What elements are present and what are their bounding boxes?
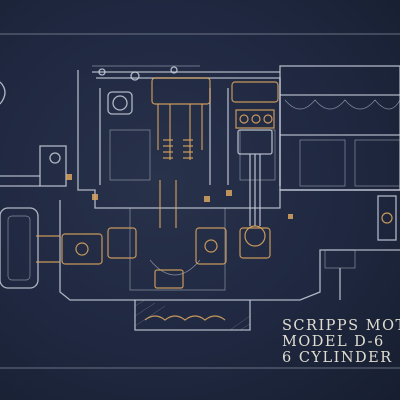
sheet-border	[0, 33, 400, 369]
piston-connecting-rod	[237, 129, 273, 247]
flywheel-housing	[0, 81, 67, 289]
engine-block	[77, 65, 400, 209]
crankcase	[59, 180, 400, 301]
title-manufacturer: SCRIPPS MOT	[282, 318, 400, 334]
cylinder-head-valves	[151, 77, 279, 160]
oil-pan	[134, 299, 251, 331]
magneto-assembly	[324, 195, 397, 300]
top-manifold	[92, 65, 280, 115]
title-block: SCRIPPS MOT MODEL D-6 6 CYLINDER	[282, 318, 400, 366]
title-cylinders: 6 CYLINDER	[282, 350, 393, 366]
fittings	[66, 174, 293, 219]
title-model: MODEL D-6	[282, 334, 385, 350]
